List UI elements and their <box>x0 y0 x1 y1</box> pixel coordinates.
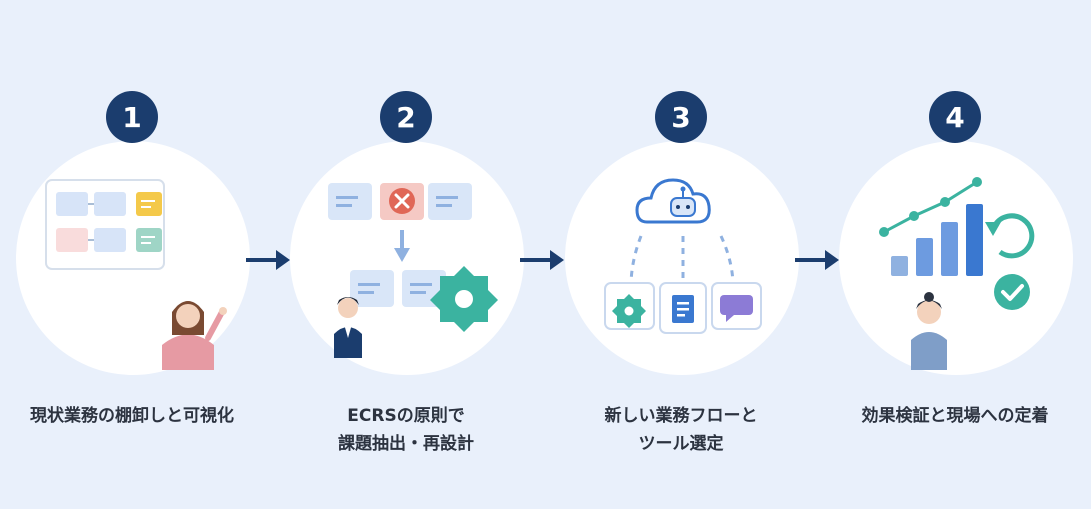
step-4-label-line: 効果検証と現場への定着 <box>861 406 1049 426</box>
verification-illustration <box>879 177 1035 370</box>
step-3: 3 新しい業務フローと ツール選定 <box>561 0 801 509</box>
check-icon <box>994 274 1030 310</box>
step-1: 1 現状業務の棚卸しと可視化 <box>12 0 252 509</box>
growth-chart-icon <box>879 177 983 276</box>
gear-icon <box>612 294 646 328</box>
step-3-number: 3 <box>655 91 707 143</box>
step-2-label-line: 課題抽出・再設計 <box>338 434 474 454</box>
inventory-board-illustration <box>45 179 227 370</box>
step-1-label: 現状業務の棚卸しと可視化 <box>0 402 272 430</box>
workflow-tools-illustration <box>604 178 762 334</box>
step-1-number: 1 <box>106 91 158 143</box>
step-2-label-line: ECRSの原則で <box>347 406 465 426</box>
step-1-label-line: 現状業務の棚卸しと可視化 <box>30 406 234 426</box>
arrow-right-icon <box>246 250 290 270</box>
step-2-number: 2 <box>380 91 432 143</box>
step-2: 2 ECRSの原則で 課題抽出・再設計 <box>286 0 526 509</box>
step-4-label: 効果検証と現場への定着 <box>815 402 1091 430</box>
cloud-robot-icon <box>635 178 711 224</box>
step-4: 4 効果検証と現場への定着 <box>835 0 1075 509</box>
person-icon <box>911 292 947 370</box>
step-3-label: 新しい業務フローと ツール選定 <box>541 402 821 458</box>
document-icon <box>672 295 694 323</box>
arrow-right-icon <box>520 250 564 270</box>
gear-icon <box>430 266 498 332</box>
person-icon <box>334 297 362 358</box>
step-3-label-line: 新しい業務フローと <box>604 406 758 426</box>
ecrs-process-illustration <box>328 183 498 358</box>
step-4-number: 4 <box>929 91 981 143</box>
step-2-circle <box>290 141 524 375</box>
step-2-label: ECRSの原則で 課題抽出・再設計 <box>266 402 546 458</box>
refresh-icon <box>985 213 1035 259</box>
arrow-right-icon <box>795 250 839 270</box>
person-icon <box>162 301 227 370</box>
step-3-label-line: ツール選定 <box>638 434 724 454</box>
chat-icon <box>720 295 753 322</box>
